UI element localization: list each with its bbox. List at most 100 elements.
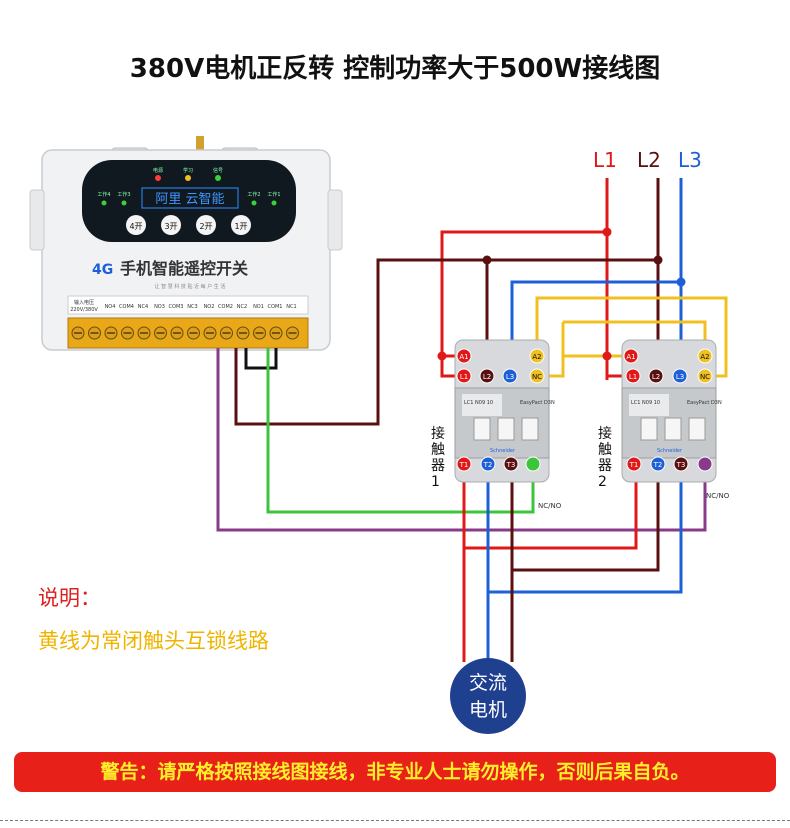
page-title: 380V电机正反转 控制功率大于500W接线图 (129, 54, 661, 84)
terminal-label: NC2 (237, 304, 247, 310)
terminal-label: NC3 (187, 304, 197, 310)
contactor-pin: L1 (456, 368, 472, 384)
motor-label-line2: 电机 (469, 699, 507, 721)
input-voltage-label: 输入电压 (74, 299, 94, 306)
svg-text:T3: T3 (676, 461, 686, 469)
terminal-label: NO3 (154, 304, 165, 310)
device-button-3: 3开 (161, 215, 181, 235)
wire-l2-control (234, 258, 658, 426)
channel-side-label: 工作1 (267, 191, 280, 198)
power-led-icon (155, 175, 161, 181)
svg-text:T1: T1 (629, 461, 639, 469)
contactor-pin: A1 (623, 348, 639, 364)
svg-text:L2: L2 (483, 373, 491, 381)
indicator-label: 学习 (183, 167, 193, 174)
terminal-label: COM1 (268, 304, 283, 310)
junctions (437, 227, 686, 361)
contactor-pin: L2 (479, 368, 495, 384)
contactor-pin: L3 (672, 368, 688, 384)
supply-l2-label: L2 (637, 148, 661, 172)
svg-text:L3: L3 (676, 373, 684, 381)
indicator-label: 电源 (153, 167, 163, 174)
bottom-divider (0, 820, 790, 821)
svg-text:T2: T2 (483, 461, 493, 469)
learn-led-icon (185, 175, 191, 181)
warning-banner: 警告：请严格按照接线图接线，非专业人士请勿操作，否则后果自负。 (14, 752, 776, 792)
aux-contact-pin (697, 456, 713, 472)
contactor-pin: NC (697, 368, 713, 384)
channel-led-icon (251, 200, 257, 206)
wire-jumper (244, 348, 278, 370)
channel-led-icon (271, 200, 277, 206)
device-button-4: 4开 (126, 215, 146, 235)
channel-side-label: 工作2 (247, 191, 260, 198)
contactor-series: EasyPact D3N (687, 400, 722, 406)
svg-text:L1: L1 (629, 373, 637, 381)
contactor-pin: A2 (697, 348, 713, 364)
device-button-1: 1开 (231, 215, 251, 235)
device-brand-text: 阿里 云智能 (155, 192, 224, 207)
wire-purple-control (216, 348, 707, 532)
wire-interlock-a (535, 296, 728, 378)
input-voltage-value: 220V/380V (70, 307, 98, 313)
svg-text:NC: NC (700, 373, 710, 381)
contactor-pin: A1 (456, 348, 472, 364)
contactor-pin: T3 (673, 456, 689, 472)
contactor-pin: T2 (650, 456, 666, 472)
product-name: 手机智能遥控开关 (120, 259, 248, 278)
svg-text:A1: A1 (626, 353, 635, 361)
wire-t3 (510, 466, 660, 572)
antenna-connector (196, 136, 204, 152)
channel-side-label: 工作3 (117, 191, 130, 198)
svg-text:L1: L1 (460, 373, 468, 381)
svg-text:NC: NC (532, 373, 542, 381)
contactor-pin: L2 (648, 368, 664, 384)
wire-t2 (486, 466, 683, 594)
svg-text:A2: A2 (700, 353, 709, 361)
contactor-pin: T2 (480, 456, 496, 472)
svg-text:L2: L2 (652, 373, 660, 381)
notes-heading: 说明： (38, 586, 101, 610)
terminal-label: COM4 (119, 304, 134, 310)
device-button-label: 1开 (234, 222, 247, 231)
ac-motor: 交流 电机 (450, 658, 526, 734)
contactor-pin: T1 (626, 456, 642, 472)
channel-led-icon (121, 200, 127, 206)
notes-text: 黄线为常闭触头互锁线路 (38, 629, 269, 653)
contactor-1-aux-label: NC/NO (538, 502, 562, 510)
contactor-series: EasyPact D3N (520, 400, 555, 406)
wire-green-control (266, 348, 535, 514)
device-button-2: 2开 (196, 215, 216, 235)
svg-text:T2: T2 (653, 461, 663, 469)
remote-switch-device: 电源 学习 信号 工作4 工作3 工作2 工作1 阿里 云智能 4开 3开 2开… (29, 136, 343, 351)
terminal-label: NO2 (204, 304, 215, 310)
svg-text:T3: T3 (506, 461, 516, 469)
svg-text:L3: L3 (506, 373, 514, 381)
device-slogan: 让 智 慧 科 技 贴 近 每 户 生 活 (155, 283, 226, 290)
supply-l1-label: L1 (593, 148, 617, 172)
svg-text:A1: A1 (459, 353, 468, 361)
contactor-pin: NC (529, 368, 545, 384)
terminal-label: NO1 (253, 304, 264, 310)
indicator-label: 信号 (213, 167, 223, 174)
terminal-label: NC1 (286, 304, 296, 310)
contactor-2-aux-label: NC/NO (706, 492, 730, 500)
contactor-pin: T3 (503, 456, 519, 472)
terminal-label: COM3 (169, 304, 184, 310)
channel-side-label: 工作4 (97, 191, 110, 198)
svg-text:T1: T1 (459, 461, 469, 469)
network-badge: 4G (92, 262, 113, 278)
motor-label-line1: 交流 (469, 672, 507, 694)
terminal-label: NO4 (105, 304, 116, 310)
contactor-pin: T1 (456, 456, 472, 472)
aux-contact-pin (525, 456, 541, 472)
terminal-label: NC4 (138, 304, 148, 310)
contactor-pin: L3 (502, 368, 518, 384)
terminal-label: COM2 (218, 304, 233, 310)
contactor-model: LC1 N09 10 (631, 400, 660, 406)
